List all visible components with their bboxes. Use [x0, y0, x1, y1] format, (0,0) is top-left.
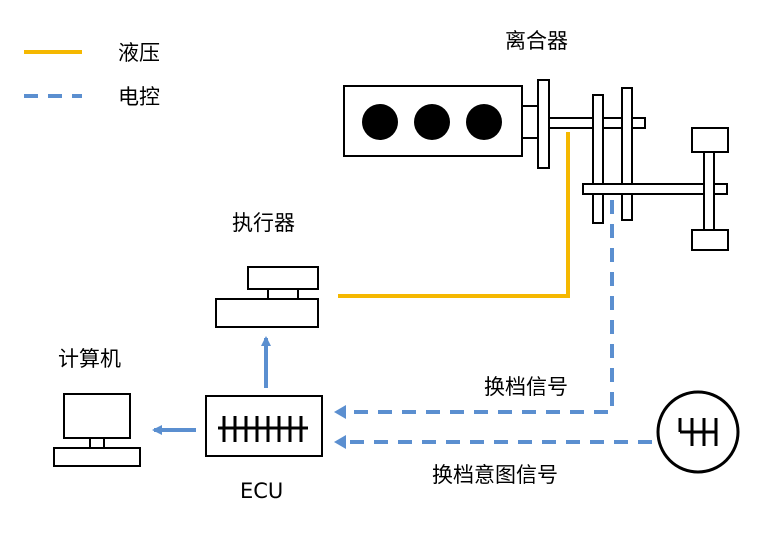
actuator-icon: [215, 266, 319, 328]
gearbox-icon: [548, 87, 729, 251]
clutch-label: 离合器: [505, 29, 568, 53]
shift-intent-signal-label: 换档意图信号: [432, 463, 558, 487]
shift-signal-label: 换档信号: [484, 375, 568, 399]
ecu-label: ECU: [240, 479, 283, 503]
shift-signal-line: [348, 200, 614, 414]
legend-electric-label: 电控: [118, 85, 160, 109]
legend: 液压 电控: [24, 41, 160, 109]
hydraulic-line: [338, 132, 570, 298]
gear-shifter-icon: [656, 390, 740, 474]
shift-signal-arrowhead: [334, 405, 346, 419]
actuator-label: 执行器: [232, 211, 295, 235]
engine-icon: [343, 85, 523, 157]
legend-hydraulic-label: 液压: [118, 41, 160, 65]
ecu-chip-icon: [205, 395, 323, 457]
shift-intent-signal-arrowhead: [334, 435, 346, 449]
clutch-icon: [521, 79, 550, 169]
computer-label: 计算机: [58, 347, 121, 371]
computer-icon: [53, 393, 141, 467]
